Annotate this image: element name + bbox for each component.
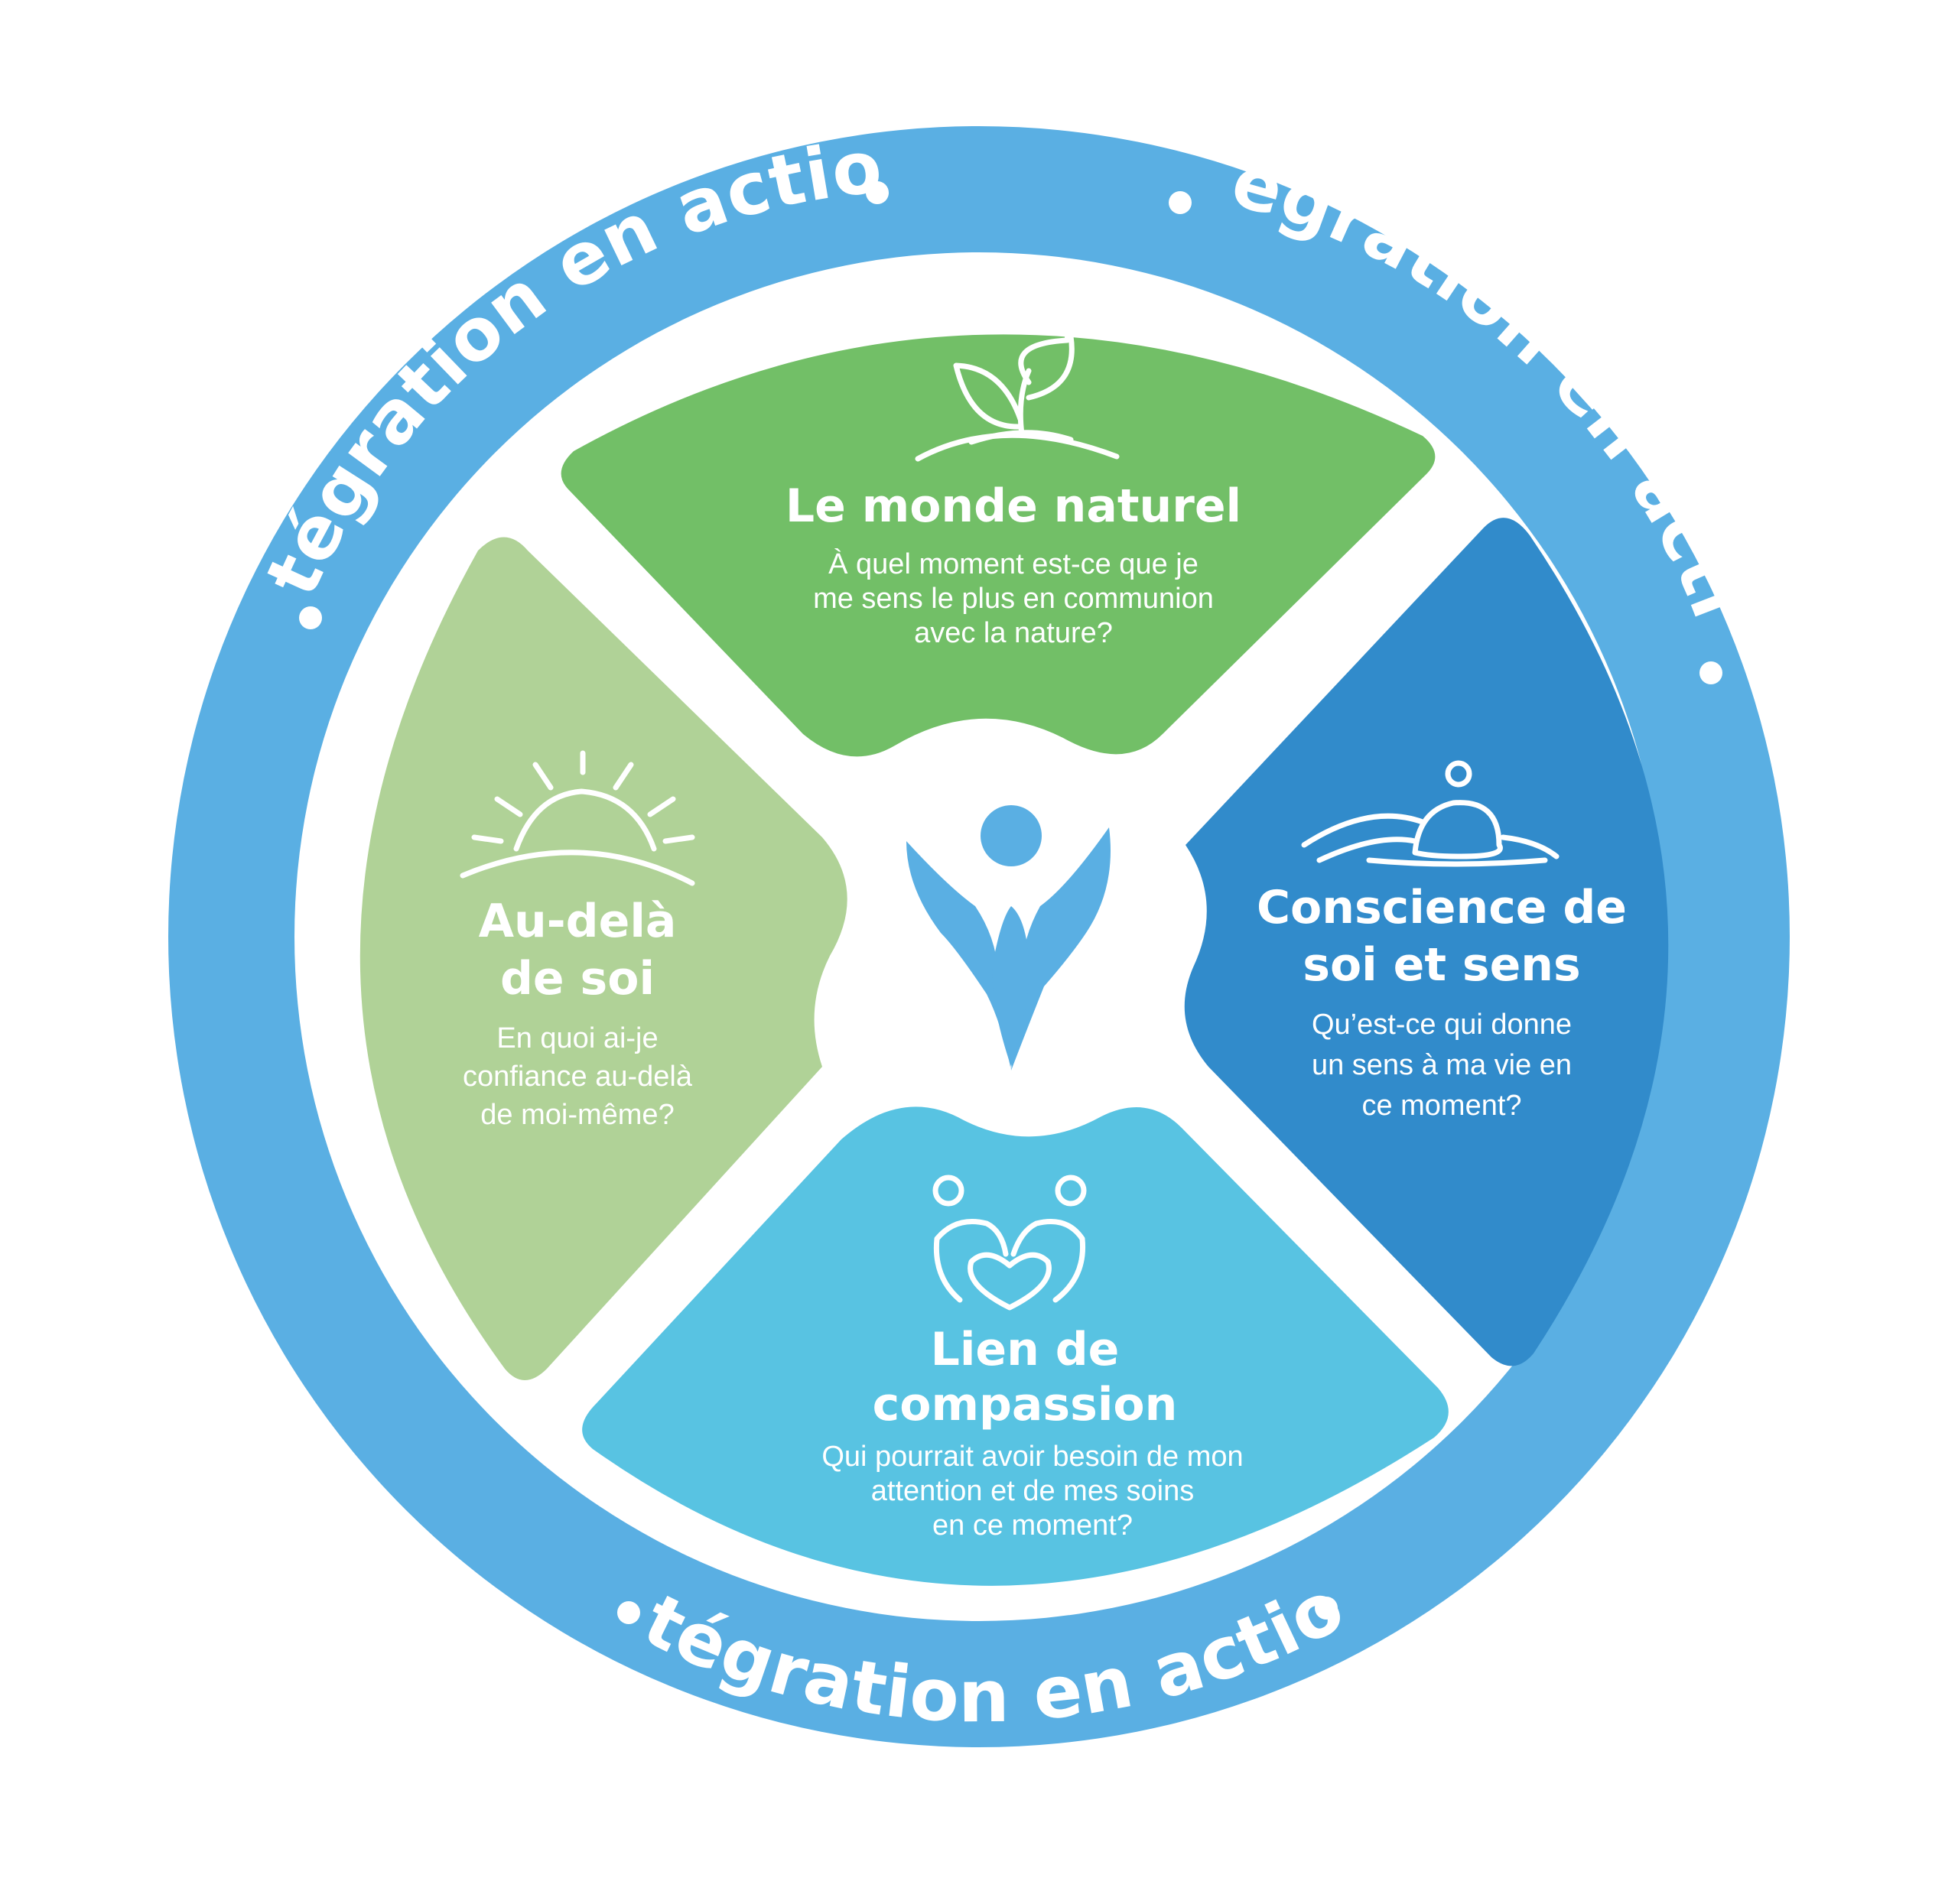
quadrant-title: soi et sens [1303,938,1581,992]
quadrant-question-line: un sens à ma vie en [1312,1049,1572,1081]
quadrant-question-line: attention et de mes soins [871,1475,1194,1507]
center-body [992,906,1029,1067]
quadrant-title: de soi [500,952,655,1006]
quadrant-question-line: de moi-même? [480,1099,674,1131]
ring-dot [299,606,322,629]
quadrant-question-line: À quel moment est-ce que je [828,547,1199,580]
ring-dot [1699,661,1722,684]
quadrant-shape-beyond-self [359,537,847,1380]
quadrant-shape-self-awareness [1184,518,1669,1366]
quadrant-title: compassion [873,1378,1178,1431]
quadrant-natural-world: Le monde naturel À quel moment est-ce qu… [561,323,1436,757]
quadrant-question-line: Qui pourrait avoir besoin de mon [821,1441,1243,1473]
ring-dot [866,181,889,204]
two-people-heart-icon [932,1175,1087,1311]
center-head [981,805,1042,866]
center-right-leaf [1011,827,1111,1071]
quadrant-question-line: en ce moment? [932,1509,1133,1542]
person-leaves-icon [906,805,1111,1071]
ring-dot [617,1601,640,1624]
quadrant-title: Lien de [931,1323,1120,1376]
quadrant-self-awareness: Conscience de soi et sens Qu’est-ce qui … [1184,518,1669,1366]
quadrant-shape-compassion [582,1106,1449,1586]
quadrant-question-line: me sens le plus en communion [813,583,1214,615]
ring-dot [1315,1597,1338,1620]
quadrant-title: Au-delà [479,895,677,948]
quadrant-question-line: ce moment? [1361,1090,1521,1122]
quadrant-title: Conscience de [1257,881,1627,934]
quadrant-question-line: avec la nature? [914,617,1113,649]
quadrant-question-line: En quoi ai-je [496,1022,658,1054]
quadrant-compassion: Lien de compassion Qui pourrait avoir be… [582,1106,1449,1586]
ring-dot [1169,191,1192,214]
quadrant-question-line: confiance au-delà [463,1061,693,1093]
quadrant-title: Le monde naturel [785,479,1241,533]
sprout-icon [915,323,1120,462]
sunrise-icon [460,750,695,886]
quadrant-beyond-self: Au-delà de soi En quoi ai-je confiance a… [359,537,847,1380]
center-left-leaf [906,841,1011,1071]
quadrant-question-line: Qu’est-ce qui donne [1312,1009,1572,1041]
person-waves-icon [1301,760,1560,867]
quadrant-shape-natural-world [561,334,1436,757]
